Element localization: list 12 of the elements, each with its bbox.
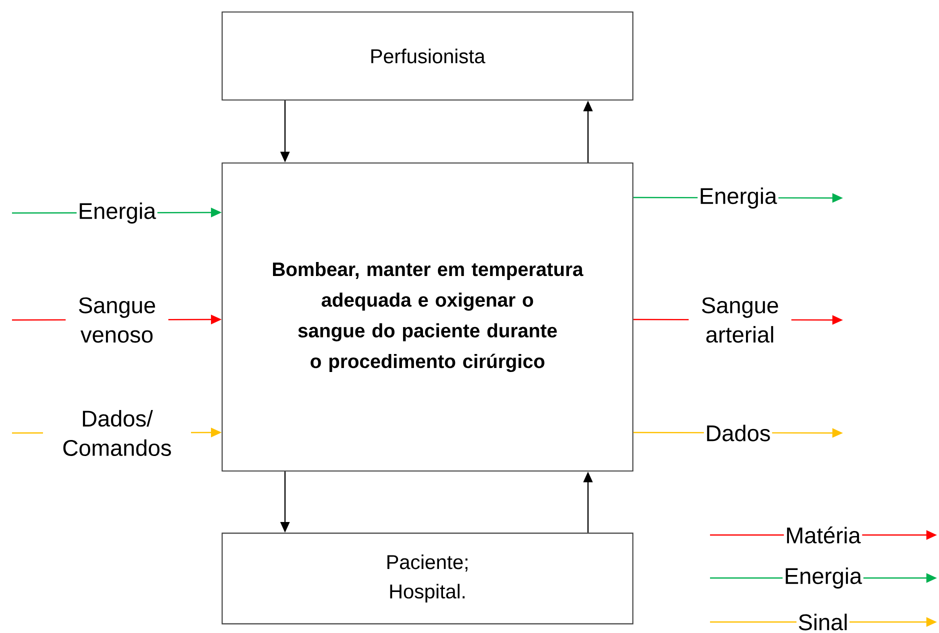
process-box: Perfusionista	[222, 11, 634, 101]
legend-label: Energia	[782, 566, 864, 590]
edge-label: Energia	[698, 186, 778, 210]
edge-label: Dados	[704, 423, 772, 443]
process-box: Bombear, manter em temperatura adequada e oxigenar o sangue do paciente durante o procedimento cirúrgico	[222, 162, 634, 472]
edge-label: Sangue arterial	[688, 296, 792, 344]
edge-label: Sangue venoso	[66, 296, 168, 344]
legend-label: Sinal	[796, 612, 850, 632]
edge-label: Energia	[76, 201, 158, 225]
edge-label: Dados/ Comandos	[43, 408, 191, 458]
legend-label: Matéria	[784, 525, 862, 545]
process-box: Paciente; Hospital.	[222, 532, 634, 624]
